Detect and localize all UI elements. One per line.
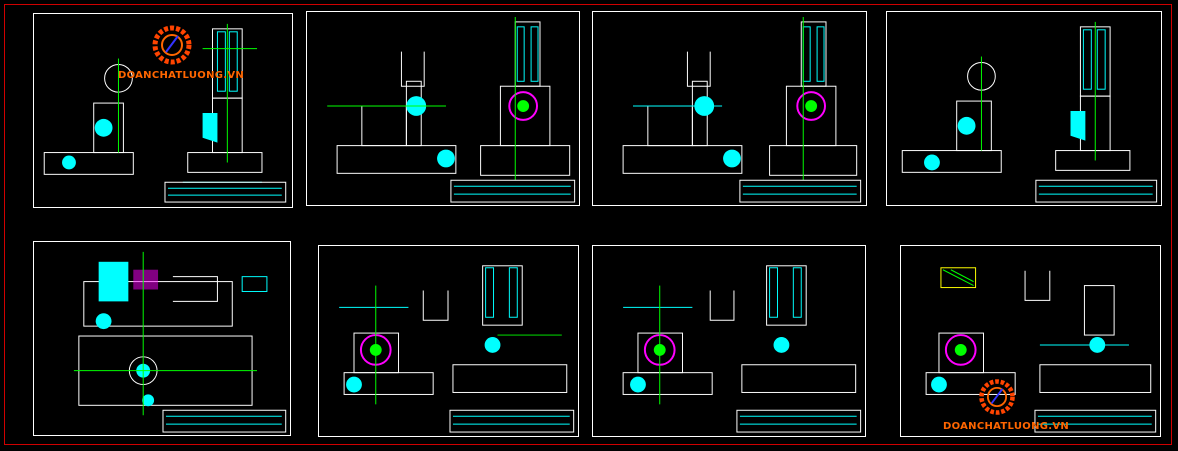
drawing-sheet-2 [306,11,580,206]
drawing-sheet-7 [592,245,866,437]
sheet-7-drawing [622,265,862,433]
watermark-logo-bottom [975,376,1019,418]
sheet-5-drawing [73,251,287,433]
gear-icon [979,379,1015,415]
sheet-6-drawing [339,265,575,433]
drawing-sheet-1 [33,13,293,208]
drawing-sheet-4 [886,11,1162,206]
drawing-sheet-8 [900,245,1161,437]
sheet-1-drawing [43,23,287,203]
gear-icon [152,25,192,65]
drawing-sheet-6 [318,245,579,437]
watermark-logo-top [148,22,196,68]
sheet-4-drawing [901,21,1158,203]
watermark-text-top: DOANCHATLUONG.VN [118,70,245,81]
sheet-2-drawing [327,16,576,203]
sheet-8-drawing [925,267,1157,433]
drawing-sheet-5 [33,241,291,436]
sheet-3-drawing [622,16,862,203]
watermark-text-bottom: DOANCHATLUONG.VN [943,421,1070,432]
outer-red-border [4,4,1172,445]
drawing-sheet-3 [592,11,867,206]
